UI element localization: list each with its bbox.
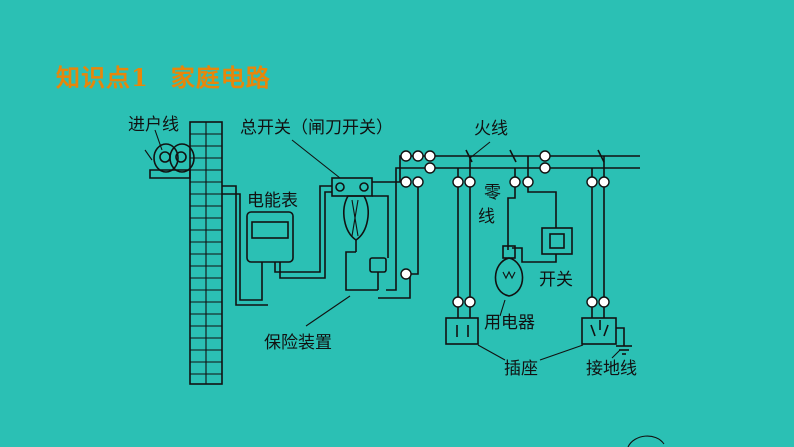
energy-meter — [222, 185, 332, 306]
section-heading: 知识点1 家庭电路 — [56, 58, 271, 93]
socket-pointer-right — [539, 344, 584, 361]
label-neutral-wire-bottom: 线 — [478, 207, 495, 227]
label-switch: 开关 — [539, 270, 573, 290]
main-switch — [291, 139, 373, 252]
label-live-wire: 火线 — [474, 119, 508, 139]
appliance-pointer — [499, 299, 506, 317]
label-service-line: 进户线 — [128, 115, 179, 135]
service-entrance — [144, 129, 195, 179]
label-main-switch: 总开关（闸刀开关） — [240, 118, 393, 138]
live-wire-bus — [372, 155, 640, 183]
live-wire-pointer — [469, 141, 491, 159]
label-neutral-wire-top: 零 — [484, 183, 501, 203]
decorative-mark — [627, 435, 665, 447]
heading-section-number: 知识点1 — [56, 63, 149, 92]
fuse-device — [305, 195, 389, 327]
ground-pointer — [611, 349, 621, 359]
three-pin-socket — [581, 307, 625, 346]
label-energy-meter: 电能表 — [247, 191, 298, 211]
light-bulb-icon — [494, 245, 524, 297]
lamp-branch — [507, 187, 573, 263]
label-fuse-device: 保险装置 — [264, 333, 332, 353]
bus-junctions — [400, 150, 610, 308]
socket-pointer-left — [477, 344, 506, 361]
label-ground-wire: 接地线 — [586, 359, 637, 379]
two-pin-socket — [445, 307, 479, 345]
label-socket: 插座 — [504, 359, 538, 379]
heading-topic: 家庭电路 — [170, 63, 271, 92]
ground-symbol-icon — [616, 345, 632, 355]
neutral-wire-bus — [386, 167, 640, 291]
brick-wall — [189, 121, 223, 385]
label-appliance: 用电器 — [484, 313, 535, 333]
branch-taps — [457, 149, 605, 297]
